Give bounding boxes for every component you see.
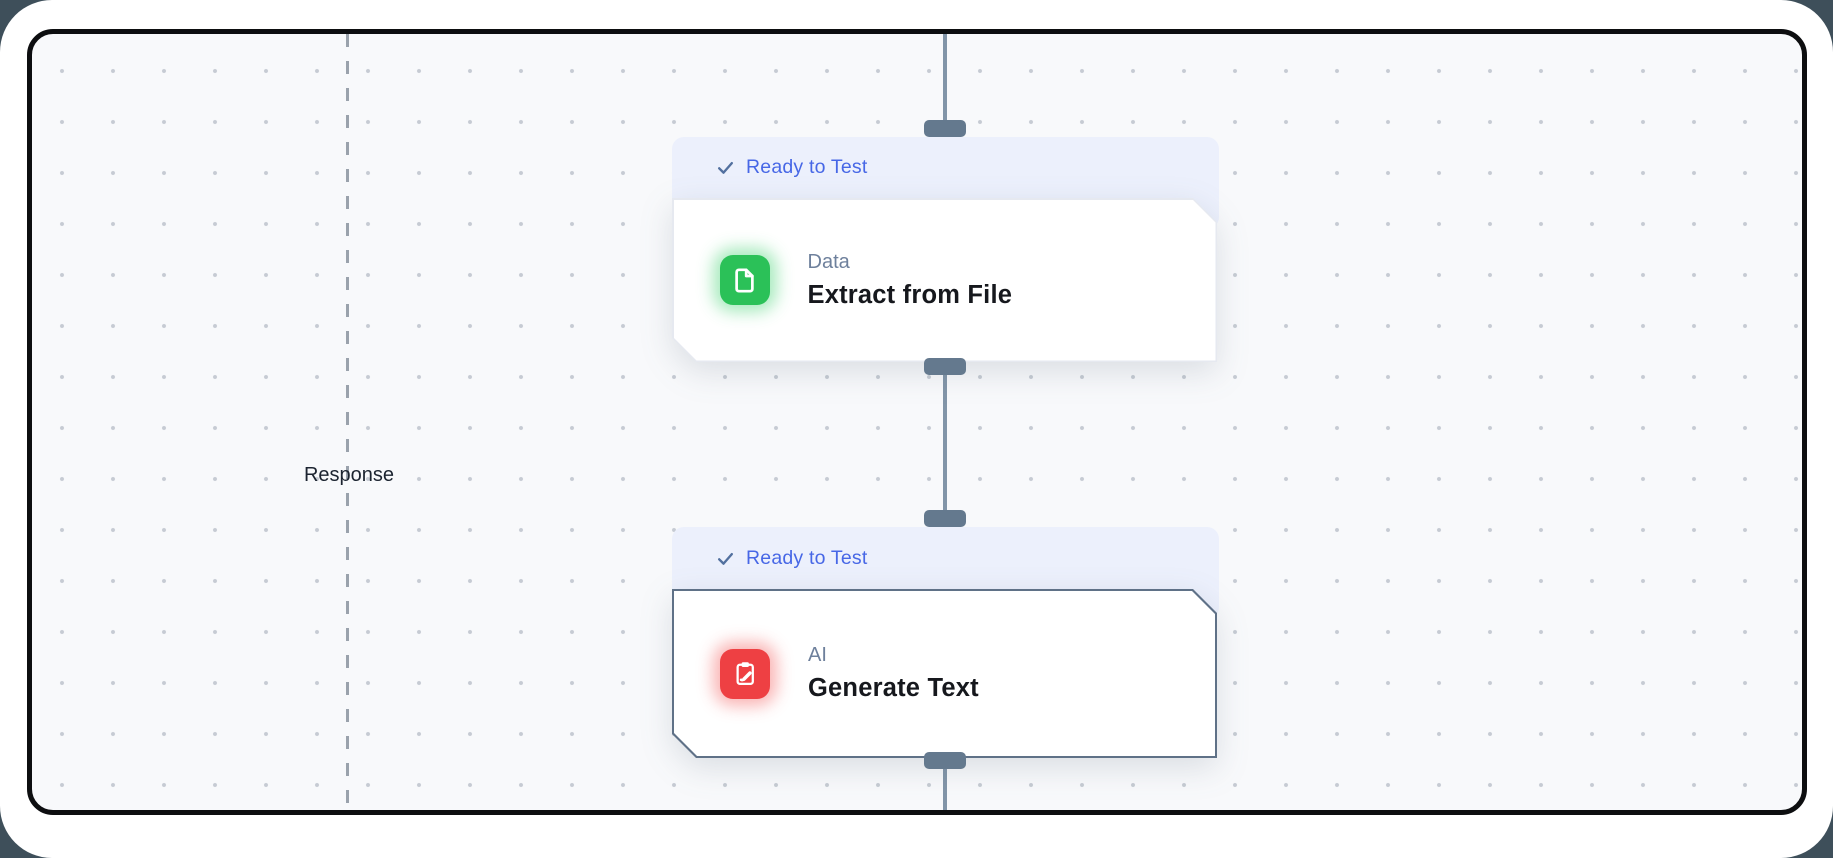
node-title: Generate Text [808, 674, 979, 702]
file-icon [720, 255, 770, 305]
connection-handle[interactable] [924, 120, 966, 137]
node-category: AI [808, 644, 827, 666]
response-label: Response [303, 464, 395, 486]
workflow-canvas[interactable]: Response Ready to Test [27, 29, 1807, 815]
node-category: Data [807, 250, 850, 273]
node-title: Extract from File [807, 280, 1013, 309]
check-icon [716, 549, 735, 568]
node-extract-from-file[interactable]: Ready to Test Data Extract [672, 137, 1219, 363]
node-generate-text[interactable]: Ready to Test [672, 527, 1219, 759]
response-divider-line [346, 34, 349, 810]
status-badge-label: Ready to Test [746, 546, 868, 569]
clipboard-pen-icon [720, 649, 770, 699]
node-card[interactable]: Data Extract from File [672, 198, 1217, 362]
status-badge-label: Ready to Test [746, 156, 868, 178]
node-card[interactable]: AI Generate Text [672, 589, 1217, 758]
connection-handle[interactable] [924, 510, 966, 527]
connection-handle[interactable] [924, 752, 966, 769]
connection-handle[interactable] [924, 358, 966, 375]
connector-line [943, 34, 947, 126]
connector-line [943, 372, 947, 514]
connector-line [943, 767, 947, 810]
check-icon [716, 158, 735, 177]
